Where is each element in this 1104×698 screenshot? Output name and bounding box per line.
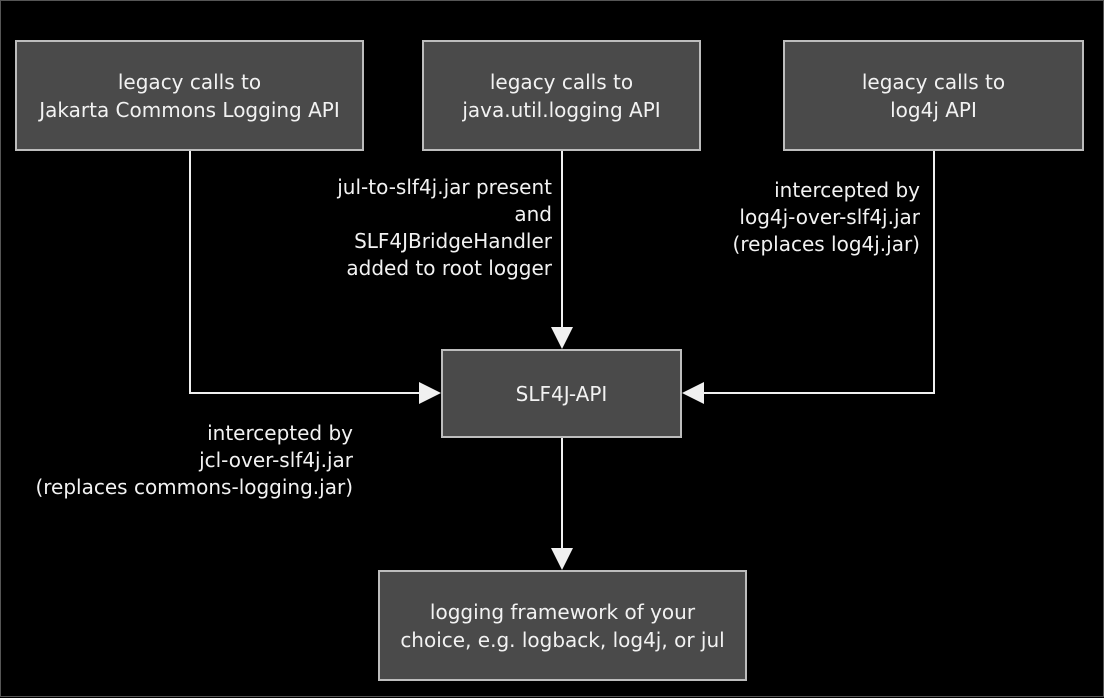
log4j-box-line-1: legacy calls to [861,69,1006,94]
log4j-label-line-2: log4j-over-slf4j.jar [739,205,920,229]
jul-label-line-1: jul-to-slf4j.jar present [337,175,552,199]
log4j-label-line-1: intercepted by [774,178,920,202]
logging-framework-box: logging framework of your choice, e.g. l… [378,570,747,681]
jul-label-line-2: and [514,202,552,226]
jul-label-line-4: added to root logger [346,256,552,280]
log4j-label-line-3: (replaces log4j.jar) [732,232,920,256]
jul-legacy-calls-box: legacy calls to java.util.logging API [422,40,701,151]
edge-log4j-to-slf4j [702,151,935,394]
jul-box-line-1: legacy calls to [489,69,634,94]
framework-box-line-2: choice, e.g. logback, log4j, or jul [400,627,725,652]
slf4j-box-label: SLF4J-API [515,381,608,406]
jul-box-line-2: java.util.logging API [462,97,661,122]
arrowhead-log4j [682,382,704,404]
jul-label-line-3: SLF4JBridgeHandler [354,229,552,253]
jcl-label-line-3: (replaces commons-logging.jar) [35,475,353,499]
log4j-edge-label: intercepted by log4j-over-slf4j.jar (rep… [733,177,920,258]
framework-box-line-1: logging framework of your [429,599,696,624]
jcl-label-line-1: intercepted by [207,421,353,445]
jcl-edge-label: intercepted by jcl-over-slf4j.jar (repla… [35,420,353,501]
slf4j-api-box: SLF4J-API [441,349,682,438]
jul-edge-label: jul-to-slf4j.jar present and SLF4JBridge… [337,174,552,282]
arrowhead-framework [551,548,573,570]
jcl-label-line-2: jcl-over-slf4j.jar [199,448,353,472]
arrowhead-jcl [419,382,441,404]
jcl-box-line-1: legacy calls to [117,69,262,94]
jcl-legacy-calls-box: legacy calls to Jakarta Commons Logging … [15,40,364,151]
arrowhead-jul [551,327,573,349]
log4j-legacy-calls-box: legacy calls to log4j API [783,40,1084,151]
edge-jcl-to-slf4j [189,151,421,394]
log4j-box-line-2: log4j API [890,97,977,122]
jcl-box-line-2: Jakarta Commons Logging API [39,97,340,122]
